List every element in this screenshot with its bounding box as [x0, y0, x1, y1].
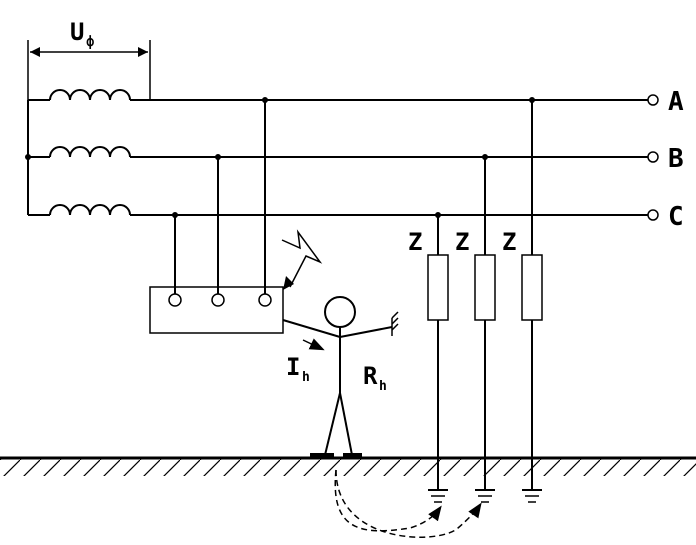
resistance-subscript: h — [379, 379, 387, 394]
equipment-taps — [172, 97, 268, 294]
phase-voltage-subscript: ф — [86, 34, 94, 50]
source-windings — [25, 89, 131, 216]
phase-b-label: B — [668, 144, 684, 174]
phase-c-label: C — [668, 202, 684, 232]
current-label: I — [286, 353, 300, 381]
ground-plane — [0, 456, 696, 476]
hand-ground-icon — [391, 311, 399, 336]
equipment-enclosure — [149, 286, 284, 334]
impedance-branches — [427, 97, 543, 490]
phase-voltage-dimension — [27, 40, 151, 100]
ground-symbols — [428, 489, 542, 503]
phase-lines — [130, 94, 659, 221]
current-subscript: h — [302, 370, 310, 385]
phase-voltage-label: U — [70, 18, 84, 46]
resistance-label: R — [363, 362, 378, 390]
impedance-label-3: Z — [502, 228, 516, 256]
return-current-paths — [334, 469, 482, 538]
impedance-label-1: Z — [408, 228, 422, 256]
current-arrow — [302, 338, 325, 351]
phase-a-label: A — [668, 87, 684, 117]
person-figure — [282, 296, 393, 457]
impedance-label-2: Z — [455, 228, 469, 256]
fault-lightning-icon — [281, 229, 323, 290]
